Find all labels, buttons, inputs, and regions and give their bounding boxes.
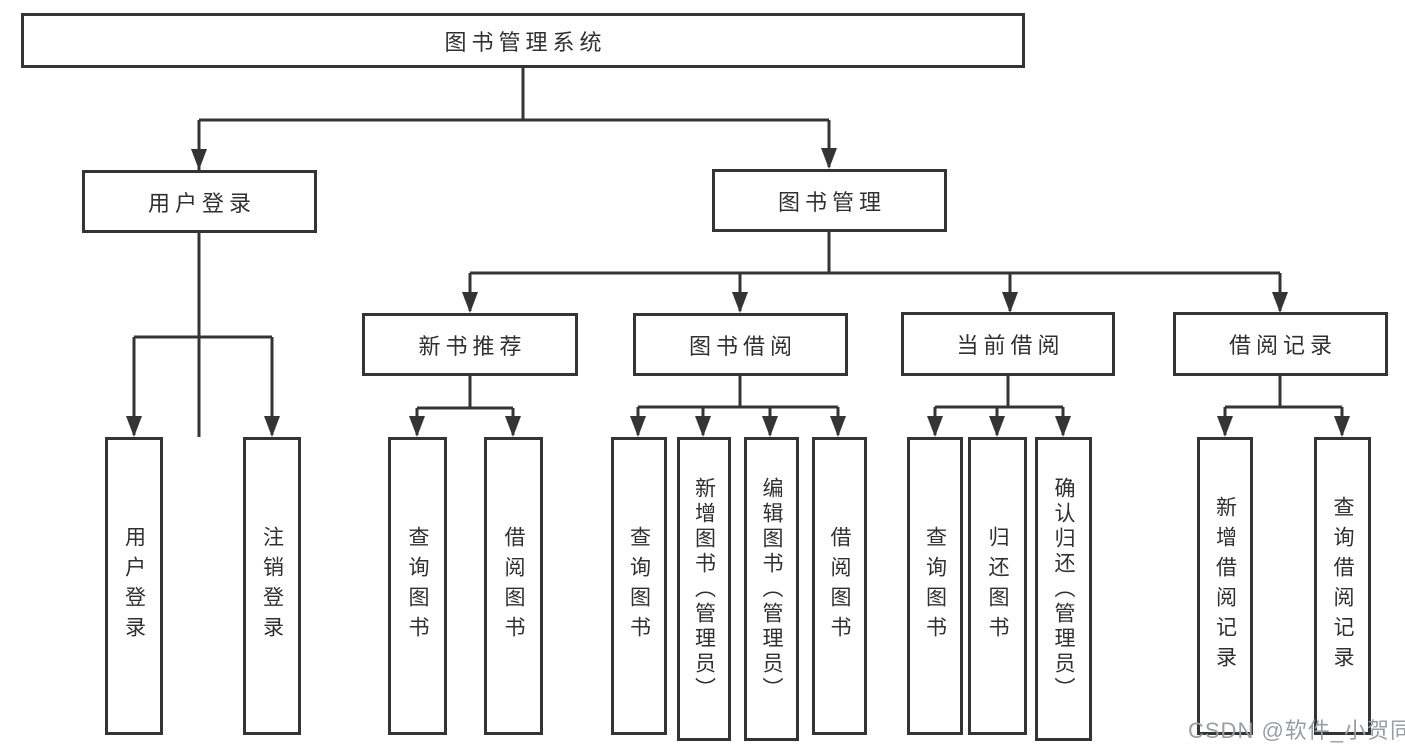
leaf-user-login: 用户登录 bbox=[105, 437, 163, 735]
leaf-borrow-add-books-admin-label: 新增图书（管理员） bbox=[692, 476, 716, 702]
leaf-user-login-label: 用户登录 bbox=[122, 526, 146, 646]
connector-current-to-leaves bbox=[927, 376, 1071, 437]
connector-root-to-level2 bbox=[191, 68, 837, 437]
connector-mgmt-to-level3 bbox=[462, 232, 1288, 313]
leaf-newbook-query-books: 查询图书 bbox=[388, 437, 447, 735]
leaf-records-query-record: 查询借阅记录 bbox=[1314, 437, 1371, 735]
leaf-current-return-books: 归还图书 bbox=[968, 437, 1027, 735]
node-current-borrowing-label: 当前借阅 bbox=[956, 333, 1065, 358]
node-system-root: 图书管理系统 bbox=[21, 13, 1025, 68]
node-new-book-recommend-label: 新书推荐 bbox=[418, 333, 527, 359]
leaf-newbook-query-books-label: 查询图书 bbox=[406, 526, 429, 646]
node-borrow-records-label: 借阅记录 bbox=[1228, 333, 1337, 358]
connector-login-to-leaves bbox=[126, 233, 280, 437]
leaf-borrow-borrow-books: 借阅图书 bbox=[812, 437, 867, 735]
node-book-management: 图书管理 bbox=[712, 169, 947, 232]
leaf-newbook-borrow-books: 借阅图书 bbox=[484, 437, 543, 735]
connector-records-to-leaves bbox=[1217, 376, 1350, 437]
leaf-borrow-query-books: 查询图书 bbox=[611, 437, 667, 735]
leaf-borrow-borrow-books-label: 借阅图书 bbox=[828, 526, 851, 646]
node-book-borrowing: 图书借阅 bbox=[633, 313, 848, 376]
leaf-borrow-query-books-label: 查询图书 bbox=[627, 526, 651, 646]
leaf-records-add-record-label: 新增借阅记录 bbox=[1213, 496, 1237, 676]
leaf-current-return-books-label: 归还图书 bbox=[986, 526, 1009, 646]
leaf-newbook-borrow-books-label: 借阅图书 bbox=[502, 526, 525, 646]
leaf-current-confirm-return-admin: 确认归还（管理员） bbox=[1035, 437, 1092, 741]
node-book-borrowing-label: 图书借阅 bbox=[688, 333, 797, 359]
leaf-current-query-books-label: 查询图书 bbox=[923, 526, 947, 646]
csdn-watermark: CSDN @软件_小贺同学 bbox=[1188, 718, 1405, 743]
leaf-logout-label: 注销登录 bbox=[260, 526, 284, 646]
node-new-book-recommend: 新书推荐 bbox=[362, 313, 578, 376]
connector-newbook-to-leaves bbox=[409, 376, 521, 437]
leaf-borrow-edit-books-admin: 编辑图书（管理员） bbox=[744, 437, 799, 741]
node-book-management-label: 图书管理 bbox=[777, 189, 886, 215]
node-user-login-group-label: 用户登录 bbox=[147, 190, 256, 216]
leaf-records-query-record-label: 查询借阅记录 bbox=[1331, 496, 1354, 676]
leaf-current-confirm-return-admin-label: 确认归还（管理员） bbox=[1052, 476, 1075, 702]
leaf-borrow-add-books-admin: 新增图书（管理员） bbox=[677, 437, 731, 741]
leaf-records-add-record: 新增借阅记录 bbox=[1197, 437, 1253, 735]
leaf-borrow-edit-books-admin-label: 编辑图书（管理员） bbox=[760, 476, 783, 702]
node-current-borrowing: 当前借阅 bbox=[901, 312, 1115, 376]
node-user-login-group: 用户登录 bbox=[82, 170, 317, 233]
leaf-logout: 注销登录 bbox=[243, 437, 301, 735]
connector-borrow-to-leaves bbox=[630, 376, 846, 437]
leaf-current-query-books: 查询图书 bbox=[907, 437, 963, 735]
node-borrow-records: 借阅记录 bbox=[1173, 312, 1388, 376]
node-system-root-label: 图书管理系统 bbox=[444, 29, 607, 55]
